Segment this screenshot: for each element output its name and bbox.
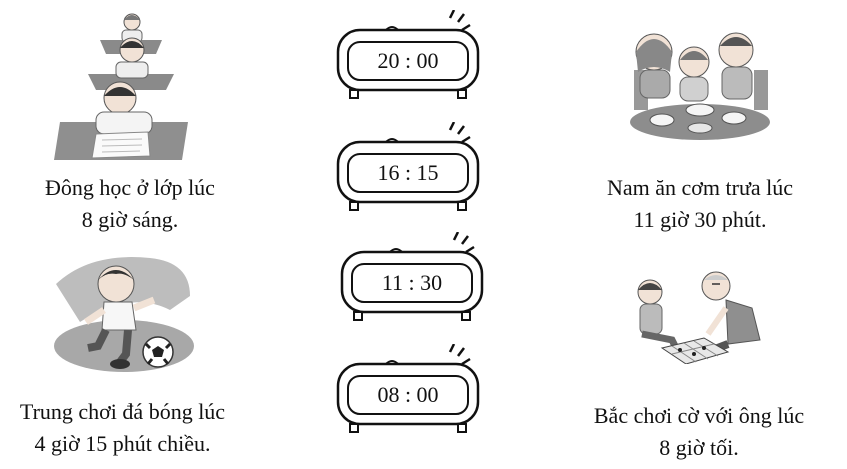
classroom-illustration	[52, 8, 202, 170]
caption-bac: Bắc chơi cờ với ông lúc 8 giờ tối.	[568, 400, 830, 464]
clock-time-3: 11 : 30	[381, 270, 443, 295]
caption-bac-line2: 8 giờ tối.	[659, 435, 739, 460]
caption-nam-line1: Nam ăn cơm trưa lúc	[606, 175, 794, 200]
clock-time-2: 16 : 15	[377, 160, 439, 185]
caption-trung-line1: Trung chơi đá bóng lúc	[19, 399, 226, 424]
caption-dong: Đông học ở lớp lúc 8 giờ sáng.	[10, 172, 250, 236]
caption-trung-line2: 4 giờ 15 phút chiều.	[34, 431, 211, 456]
clock-time-1: 20 : 00	[377, 48, 439, 73]
caption-trung: Trung chơi đá bóng lúc 4 giờ 15 phút chi…	[0, 396, 245, 460]
football-illustration	[50, 250, 195, 378]
clock-card-1: 20 : 00	[336, 10, 486, 99]
caption-dong-line1: Đông học ở lớp lúc	[45, 175, 215, 200]
clock-card-3: 11 : 30	[340, 232, 490, 321]
clock-card-4: 08 : 00	[336, 344, 486, 433]
caption-bac-line1: Bắc chơi cờ với ông lúc	[593, 403, 805, 428]
chess-illustration	[632, 268, 768, 365]
clock-time-4: 08 : 00	[377, 382, 439, 407]
caption-nam: Nam ăn cơm trưa lúc 11 giờ 30 phút.	[575, 172, 825, 236]
family-lunch-illustration	[630, 22, 770, 142]
caption-dong-line2: 8 giờ sáng.	[81, 207, 179, 232]
caption-nam-line2: 11 giờ 30 phút.	[633, 207, 767, 232]
clock-card-2: 16 : 15	[336, 122, 486, 211]
